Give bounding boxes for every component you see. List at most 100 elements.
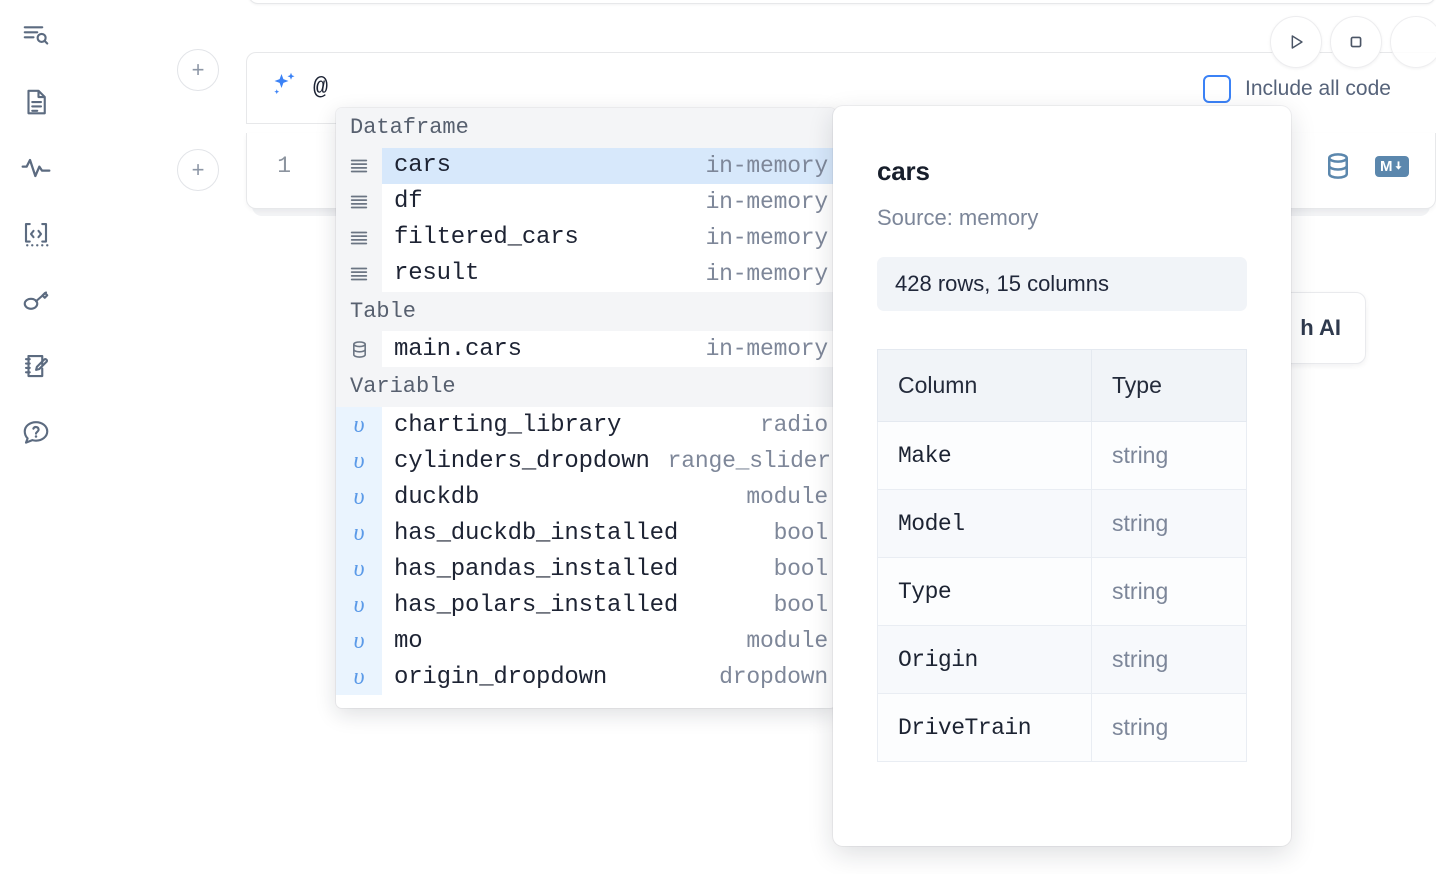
- code-snippet-icon[interactable]: [14, 212, 58, 256]
- column-type-cell: string: [1091, 557, 1247, 626]
- autocomplete-section-header: Variable: [336, 367, 836, 408]
- dataframe-icon: [336, 219, 382, 256]
- variable-icon: υ: [336, 551, 382, 588]
- autocomplete-item-meta: radio: [759, 412, 828, 439]
- column-type-cell: string: [1091, 489, 1247, 558]
- autocomplete-item-name: mo: [394, 627, 423, 655]
- stop-button[interactable]: [1330, 16, 1382, 68]
- markdown-letter: M: [1380, 157, 1393, 175]
- key-icon[interactable]: [14, 278, 58, 322]
- variable-icon: υ: [336, 587, 382, 624]
- download-arrow-icon: [1395, 161, 1402, 170]
- autocomplete-item-body: mo module: [382, 623, 836, 659]
- sidebar: [0, 0, 72, 874]
- autocomplete-section-header: Table: [336, 291, 836, 332]
- variable-icon: υ: [336, 443, 382, 480]
- add-cell-below-button[interactable]: +: [177, 149, 219, 191]
- prompt-options: Include all code: [1171, 52, 1436, 124]
- autocomplete-item-name: cylinders_dropdown: [394, 447, 650, 475]
- autocomplete-section-header: Dataframe: [336, 108, 836, 148]
- autocomplete-item-meta: bool: [773, 592, 829, 619]
- more-actions-button[interactable]: [1390, 16, 1436, 68]
- type-header: Type: [1091, 349, 1247, 422]
- autocomplete-item-meta: module: [746, 484, 828, 511]
- scratchpad-icon[interactable]: [14, 344, 58, 388]
- autocomplete-item-meta: in-memory: [705, 336, 829, 363]
- run-button[interactable]: [1270, 16, 1322, 68]
- line-number: 1: [277, 153, 291, 179]
- add-cell-above-button[interactable]: +: [177, 49, 219, 91]
- autocomplete-item-name: charting_library: [394, 411, 622, 439]
- autocomplete-item-meta: bool: [773, 556, 829, 583]
- autocomplete-item[interactable]: υ charting_library radio: [336, 407, 836, 444]
- explore-outline-icon[interactable]: [14, 14, 58, 58]
- variable-icon: υ: [336, 659, 382, 696]
- variable-icon: υ: [336, 623, 382, 660]
- autocomplete-item-name: has_duckdb_installed: [394, 519, 679, 547]
- preview-stats: 428 rows, 15 columns: [877, 257, 1247, 311]
- autocomplete-item-meta: module: [746, 628, 828, 655]
- column-name-cell: Type: [876, 557, 1093, 626]
- preview-title: cars: [877, 156, 930, 186]
- preview-source: Source: memory: [877, 205, 1039, 230]
- autocomplete-item-body: has_duckdb_installed bool: [382, 515, 836, 551]
- column-name-cell: Make: [876, 421, 1093, 490]
- column-type-cell: string: [1091, 625, 1247, 694]
- file-text-icon[interactable]: [14, 80, 58, 124]
- variable-icon: υ: [336, 407, 382, 444]
- help-chat-icon[interactable]: [14, 410, 58, 454]
- dataset-preview-panel: cars Source: memory 428 rows, 15 columns…: [833, 106, 1291, 846]
- include-all-code-checkbox[interactable]: [1203, 74, 1231, 103]
- autocomplete-item-name: df: [394, 188, 423, 216]
- autocomplete-item-name: main.cars: [394, 335, 522, 363]
- database-icon[interactable]: [1323, 151, 1353, 181]
- activity-icon[interactable]: [14, 146, 58, 190]
- autocomplete-item-name: filtered_cars: [394, 224, 579, 252]
- column-name-cell: Origin: [876, 625, 1093, 694]
- autocomplete-item[interactable]: main.cars in-memory: [336, 331, 836, 368]
- autocomplete-item-name: duckdb: [394, 483, 480, 511]
- sparkles-icon: [269, 70, 299, 100]
- include-all-code-label: Include all code: [1245, 76, 1391, 100]
- autocomplete-item-body: charting_library radio: [382, 407, 836, 443]
- table-header-row: Column Type: [876, 349, 1247, 422]
- markdown-icon[interactable]: M: [1375, 155, 1409, 177]
- autocomplete-item-name: result: [394, 260, 480, 288]
- autocomplete-item[interactable]: result in-memory: [336, 255, 836, 292]
- autocomplete-item-meta: in-memory: [705, 224, 829, 251]
- database-icon: [336, 331, 382, 368]
- autocomplete-item-name: has_polars_installed: [394, 591, 679, 619]
- column-name-cell: Model: [876, 489, 1093, 558]
- dataframe-icon: [336, 147, 382, 184]
- column-type-cell: string: [1091, 421, 1247, 490]
- autocomplete-item-meta: bool: [773, 520, 829, 547]
- ai-prompt-input[interactable]: [313, 69, 1171, 105]
- autocomplete-item-meta: in-memory: [705, 260, 829, 287]
- variable-icon: υ: [336, 479, 382, 516]
- cell-actions: M: [1323, 151, 1409, 181]
- autocomplete-item-meta: dropdown: [719, 664, 828, 691]
- autocomplete-item[interactable]: filtered_cars in-memory: [336, 219, 836, 256]
- autocomplete-item[interactable]: υ has_polars_installed bool: [336, 587, 836, 624]
- previous-cell[interactable]: [248, 0, 1436, 4]
